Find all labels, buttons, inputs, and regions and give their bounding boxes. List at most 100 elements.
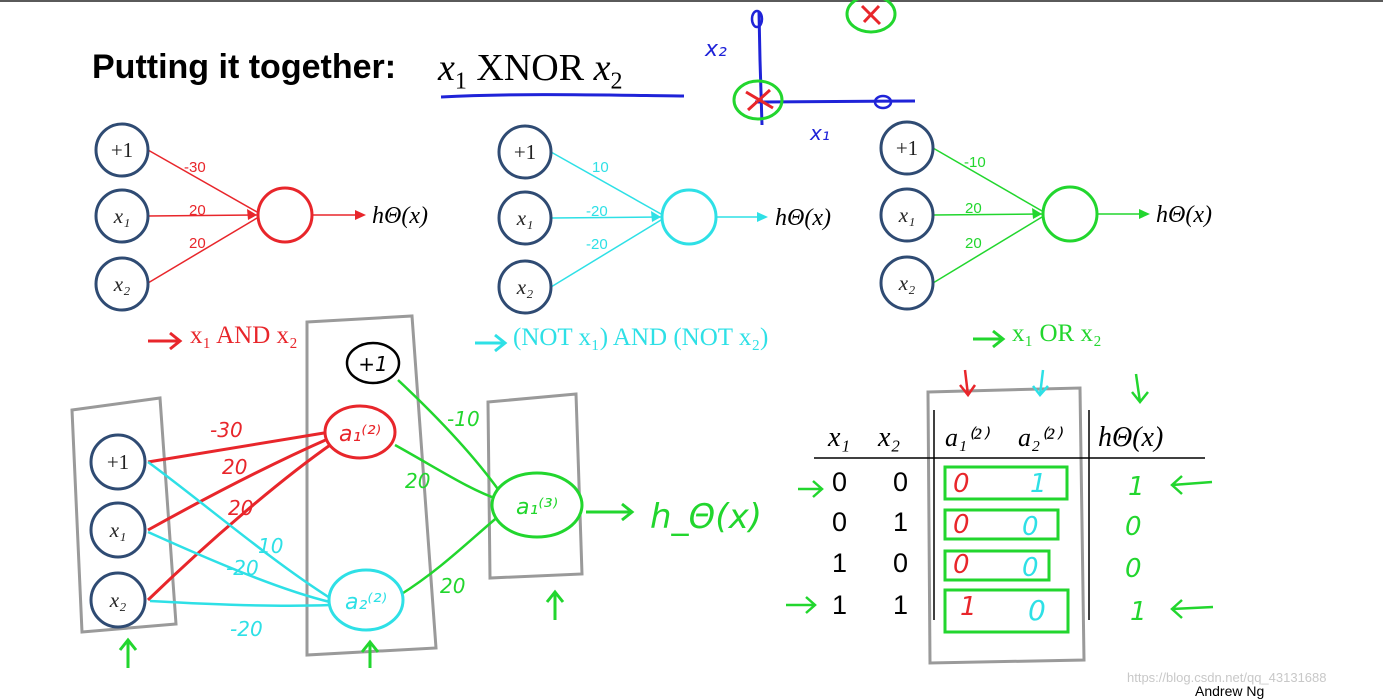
node-label: +1 [107,450,129,474]
input-node-bias [879,120,935,176]
cell-a2: 0 [1028,594,1046,627]
layer2-box [305,314,438,657]
edge-a1-a3 [394,443,501,502]
cell-a1: 0 [953,550,970,580]
cell-x1: 1 [832,590,847,620]
node-label: +1 [358,352,387,376]
cell-a1: 0 [953,510,970,540]
layer3-up-arrow [545,589,565,620]
node-label: a₁⁽²⁾ [339,422,381,447]
row4-right-arrow [1170,599,1214,619]
cell-x1: 0 [832,467,847,497]
weight-label: 20 [405,469,430,493]
node-label: x₂ [898,271,916,295]
node-label: a₂⁽²⁾ [345,590,387,615]
combined-input-x1 [89,501,147,559]
point-1-1-cross [860,4,882,26]
cell-x2: 0 [893,467,908,497]
formula-op: XNOR [476,47,585,89]
a1-header-arrow [959,369,977,398]
point-0-1 [750,9,764,29]
row-box [943,465,1069,501]
caption-arrow-notnot [475,333,508,353]
input-node-x1 [497,190,553,246]
output-node-a3 [490,471,584,539]
layer1-up-arrow [118,637,138,668]
node-label: x₂ [113,272,131,296]
input-node-bias [94,122,150,178]
output-label: hΘ(x) [1156,202,1212,228]
node-label: x₁ [516,206,534,230]
arrowhead [1032,208,1042,219]
row1-left-arrow [798,480,824,498]
weight-label: 20 [189,235,206,252]
row-box [943,508,1060,541]
node-label: +1 [514,140,536,164]
edge-bias-a1 [147,430,331,464]
weight-label: -10 [964,154,986,171]
arrowhead [355,210,366,220]
weight-label: -20 [226,556,259,580]
top-border [0,0,1383,2]
weight-label: 20 [965,235,982,252]
edge-bias-notnot [550,151,662,215]
weight-label: 20 [222,455,247,479]
cell-x2: 1 [893,590,908,620]
cell-a1: 0 [953,469,970,499]
cell-h: 0 [1125,554,1142,584]
hidden-node-a1 [323,404,397,460]
caption-notnot: (NOT x₁) AND (NOT x₂) [513,324,769,351]
cell-x2: 1 [893,507,908,537]
weight-label: 20 [189,202,206,219]
node-label: +1 [111,138,133,162]
weight-label: -30 [210,418,243,442]
weight-label: 10 [592,159,609,176]
weight-label: -20 [586,203,608,220]
hidden-cols-box [926,386,1086,665]
edge-bias-or [932,147,1043,212]
edge-x2-and [147,217,258,284]
edge-bias-a2 [147,460,331,600]
cell-x1: 1 [832,548,847,578]
cell-x1: 0 [832,507,847,537]
node-label: a₁⁽³⁾ [516,495,558,520]
caption-or: x₁ OR x₂ [1012,320,1102,347]
network-and: +1 x₁ x₂ -30 20 20 hΘ(x) [94,122,428,312]
input-node-x2 [497,259,553,315]
x-axis-label: x₁ [809,121,830,145]
weight-label: 20 [228,496,253,520]
weight-label: 20 [965,200,982,217]
row-box [943,549,1051,582]
origin-circle [732,79,784,121]
edge-x1-and [147,214,258,217]
author-credit: Andrew Ng [1195,683,1265,699]
input-node-x2 [94,256,150,312]
caption-arrow-and [148,331,183,351]
row4-left-arrow [786,596,817,614]
col-header-x1: x₁ [827,422,850,453]
weight-label: -30 [184,159,206,176]
cell-h: 1 [1130,597,1147,627]
a2-header-arrow [1032,369,1049,397]
caption-and: x₁ AND x₂ [190,322,298,349]
output-neuron-notnot [660,188,718,246]
y-axis [757,11,764,126]
weight-label: -20 [230,617,263,641]
network-or: +1 x₁ x₂ -10 20 20 hΘ(x) [879,120,1212,311]
cell-a2: 0 [1022,512,1039,542]
title-underline [440,93,685,99]
edge-x1-a1 [147,436,331,532]
node-label: x₁ [898,203,916,227]
point-1-1-circle [845,0,897,34]
col-header-x2: x₂ [877,422,900,453]
edge-a2-a3 [399,514,501,597]
layer1-box [70,396,178,634]
title-formula: x1 XNOR x2 [438,47,623,95]
layer2-up-arrow [360,639,380,668]
input-node-bias [497,124,553,180]
edge-x2-or [932,216,1043,284]
formula-x2: x [593,47,611,89]
output-label: hΘ(x) [775,205,831,231]
col-header-a1: a₁⁽²⁾ [945,423,990,452]
edge-bias2-a3 [397,379,502,493]
